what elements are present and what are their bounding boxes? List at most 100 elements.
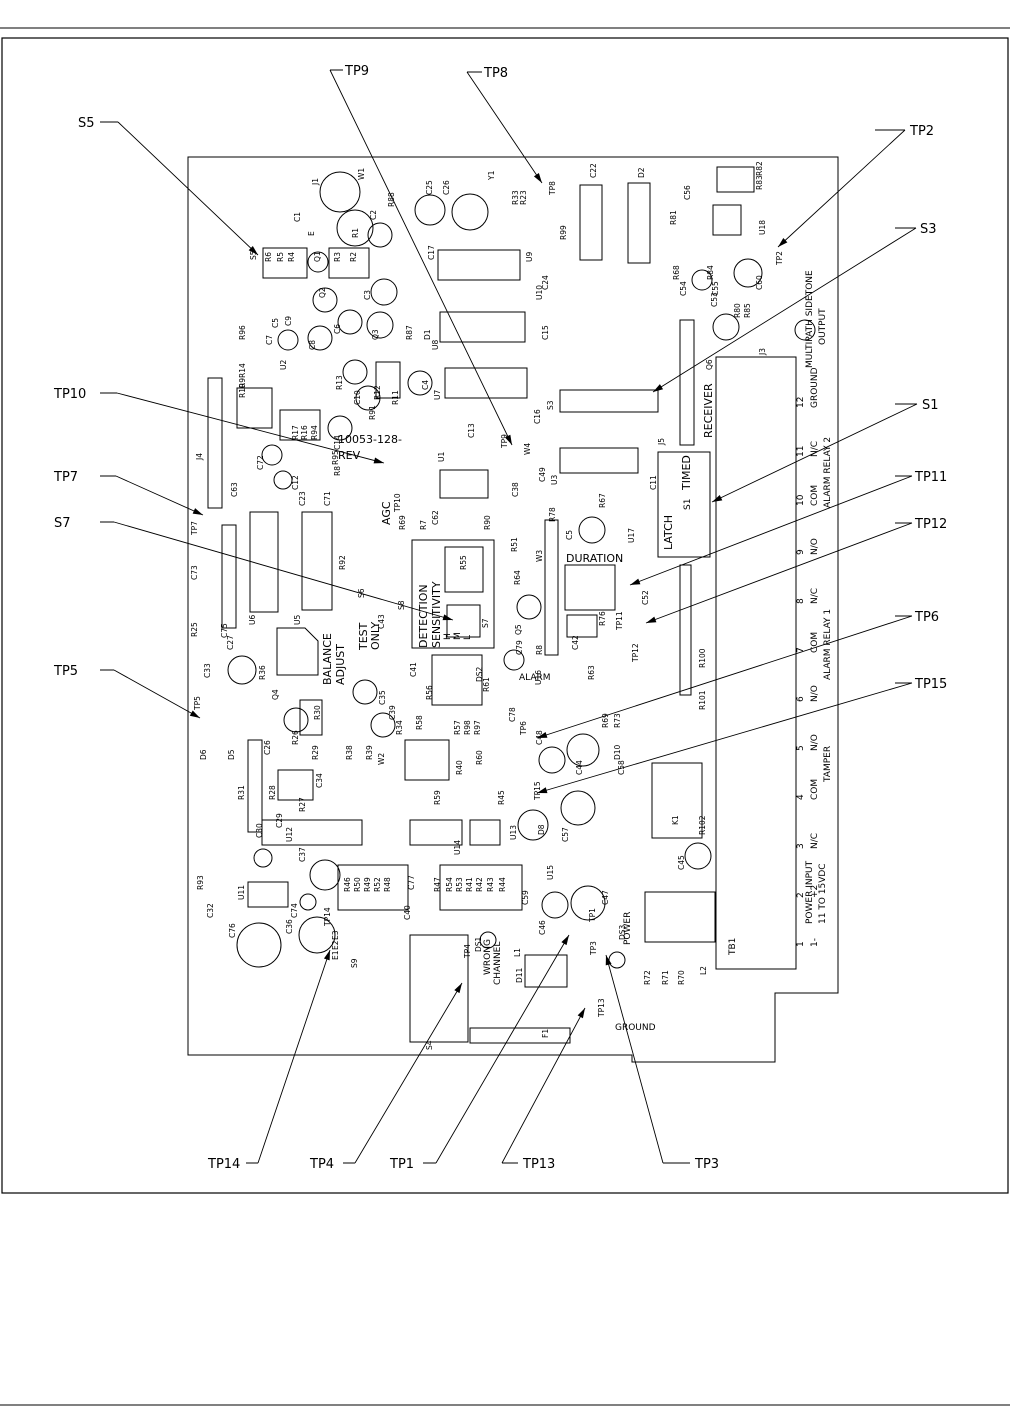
output-label: OUTPUT <box>818 308 828 345</box>
round-part <box>337 309 363 335</box>
refdes-tp4: TP4 <box>463 944 472 959</box>
callout-tp7: TP7 <box>53 470 204 516</box>
refdes-r85: R85 <box>743 303 752 318</box>
refdes-r38: R38 <box>345 745 354 760</box>
tb1-label: TB1 <box>728 938 738 956</box>
arrowhead-tp7 <box>192 508 203 515</box>
tb-terminal-name-6: N/O <box>810 685 820 702</box>
refdes-d8: D8 <box>537 824 546 835</box>
channel-label: CHANNEL <box>493 942 503 985</box>
pot-balance <box>276 627 319 676</box>
refdes-c17: C17 <box>427 245 436 260</box>
refdes-c39: C39 <box>388 705 397 720</box>
refdes-c77: C77 <box>407 875 416 890</box>
round-part <box>560 790 596 826</box>
callout-label-tp2: TP2 <box>909 124 934 139</box>
refdes-w3: W3 <box>535 550 544 562</box>
refdes-c71: C71 <box>323 491 332 506</box>
round-part <box>367 222 393 248</box>
round-part <box>451 193 489 231</box>
round-components <box>227 171 816 969</box>
refdes-c60: C60 <box>755 275 764 290</box>
wrong-label: WRONG <box>483 939 493 975</box>
leader-tp12 <box>645 522 913 624</box>
regulator-u18 <box>712 204 742 236</box>
refdes-c58: C58 <box>617 760 626 775</box>
tb-terminal-number-5: 5 <box>796 745 806 751</box>
refdes-r90: R90 <box>483 515 492 530</box>
refdes-r44: R44 <box>498 877 507 892</box>
receiver-label: RECEIVER <box>702 383 715 438</box>
refdes-r36: R36 <box>258 665 267 680</box>
leader-tp5 <box>100 669 201 719</box>
diode-d11 <box>524 954 568 988</box>
tb-terminal-name-3: N/C <box>810 833 820 849</box>
refdes-tp5: TP5 <box>193 696 202 711</box>
refdes-r28: R28 <box>268 785 277 800</box>
power-range-label: 11 TO 15VDC <box>818 863 828 924</box>
callout-s3: S3 <box>652 222 937 393</box>
refdes-ds3: DS3 <box>618 924 627 940</box>
round-part <box>366 311 394 339</box>
callout-tp4: TP4 <box>309 982 463 1172</box>
refdes-c79: C79 <box>515 640 524 655</box>
refdes-q2: Q2 <box>318 287 327 298</box>
round-part <box>336 209 374 247</box>
callout-tp11: TP11 <box>629 470 947 586</box>
ic-u6 <box>301 511 333 611</box>
arrowhead-tp11 <box>630 578 641 585</box>
refdes-e2: E2 <box>331 940 340 950</box>
leader-tp10 <box>100 392 385 464</box>
tb-terminal-name-8: N/C <box>810 588 820 604</box>
leader-tp1 <box>423 934 570 1164</box>
refdes-u7: U7 <box>433 390 442 400</box>
refdes-s4: S4 <box>425 1040 434 1050</box>
refdes-r72: R72 <box>643 970 652 985</box>
refdes-r71: R71 <box>661 970 670 985</box>
refdes-u11: U11 <box>237 885 246 900</box>
leader-tp3 <box>605 954 690 1164</box>
tb-terminal-name-4: COM <box>810 779 820 800</box>
round-part <box>312 287 338 313</box>
tb-terminal-name-10: COM <box>810 485 820 506</box>
callout-label-tp1: TP1 <box>389 1157 414 1172</box>
refdes-c42: C42 <box>571 635 580 650</box>
refdes-r16: R16 <box>300 425 309 440</box>
refdes-u3: U3 <box>550 475 559 485</box>
tb-terminal-number-11: 11 <box>796 446 806 457</box>
refdes-tp8: TP8 <box>548 181 557 196</box>
refdes-ds2: DS2 <box>475 666 484 682</box>
refdes-c32: C32 <box>206 903 215 918</box>
refdes-c22: C22 <box>589 163 598 178</box>
refdes-j4: J4 <box>195 453 204 461</box>
round-part <box>414 194 446 226</box>
refdes-r81: R81 <box>669 210 678 225</box>
refdes-r34: R34 <box>395 720 404 735</box>
c42-body <box>566 614 598 638</box>
refdes-c34: C34 <box>315 773 324 788</box>
duration-label: DURATION <box>566 552 623 565</box>
callout-label-tp4: TP4 <box>309 1157 334 1172</box>
refdes-r80: R80 <box>733 303 742 318</box>
callout-label-tp11: TP11 <box>914 470 947 485</box>
leader-tp7 <box>100 475 204 516</box>
refdes-k1: K1 <box>671 815 680 825</box>
callout-s7: S7 <box>54 516 454 621</box>
refdes-r14: R14 <box>238 363 247 378</box>
refdes-c55: C55 <box>711 281 720 296</box>
refdes-c62: C62 <box>431 510 440 525</box>
refdes-r51: R51 <box>510 537 519 552</box>
arrowhead-tp2 <box>778 238 788 247</box>
refdes-u10: U10 <box>535 285 544 300</box>
refdes-tp11: TP11 <box>615 611 624 631</box>
refdes-c49: C49 <box>538 467 547 482</box>
refdes-r68: R68 <box>672 265 681 280</box>
refdes-c7: C7 <box>265 335 274 345</box>
refdes-c40: C40 <box>403 905 412 920</box>
s1-silk: S1 <box>683 499 693 510</box>
refdes-c44: C44 <box>575 760 584 775</box>
tb-terminal-number-7: 7 <box>796 647 806 653</box>
round-part <box>227 655 257 685</box>
figure-frame <box>1 37 1009 1194</box>
